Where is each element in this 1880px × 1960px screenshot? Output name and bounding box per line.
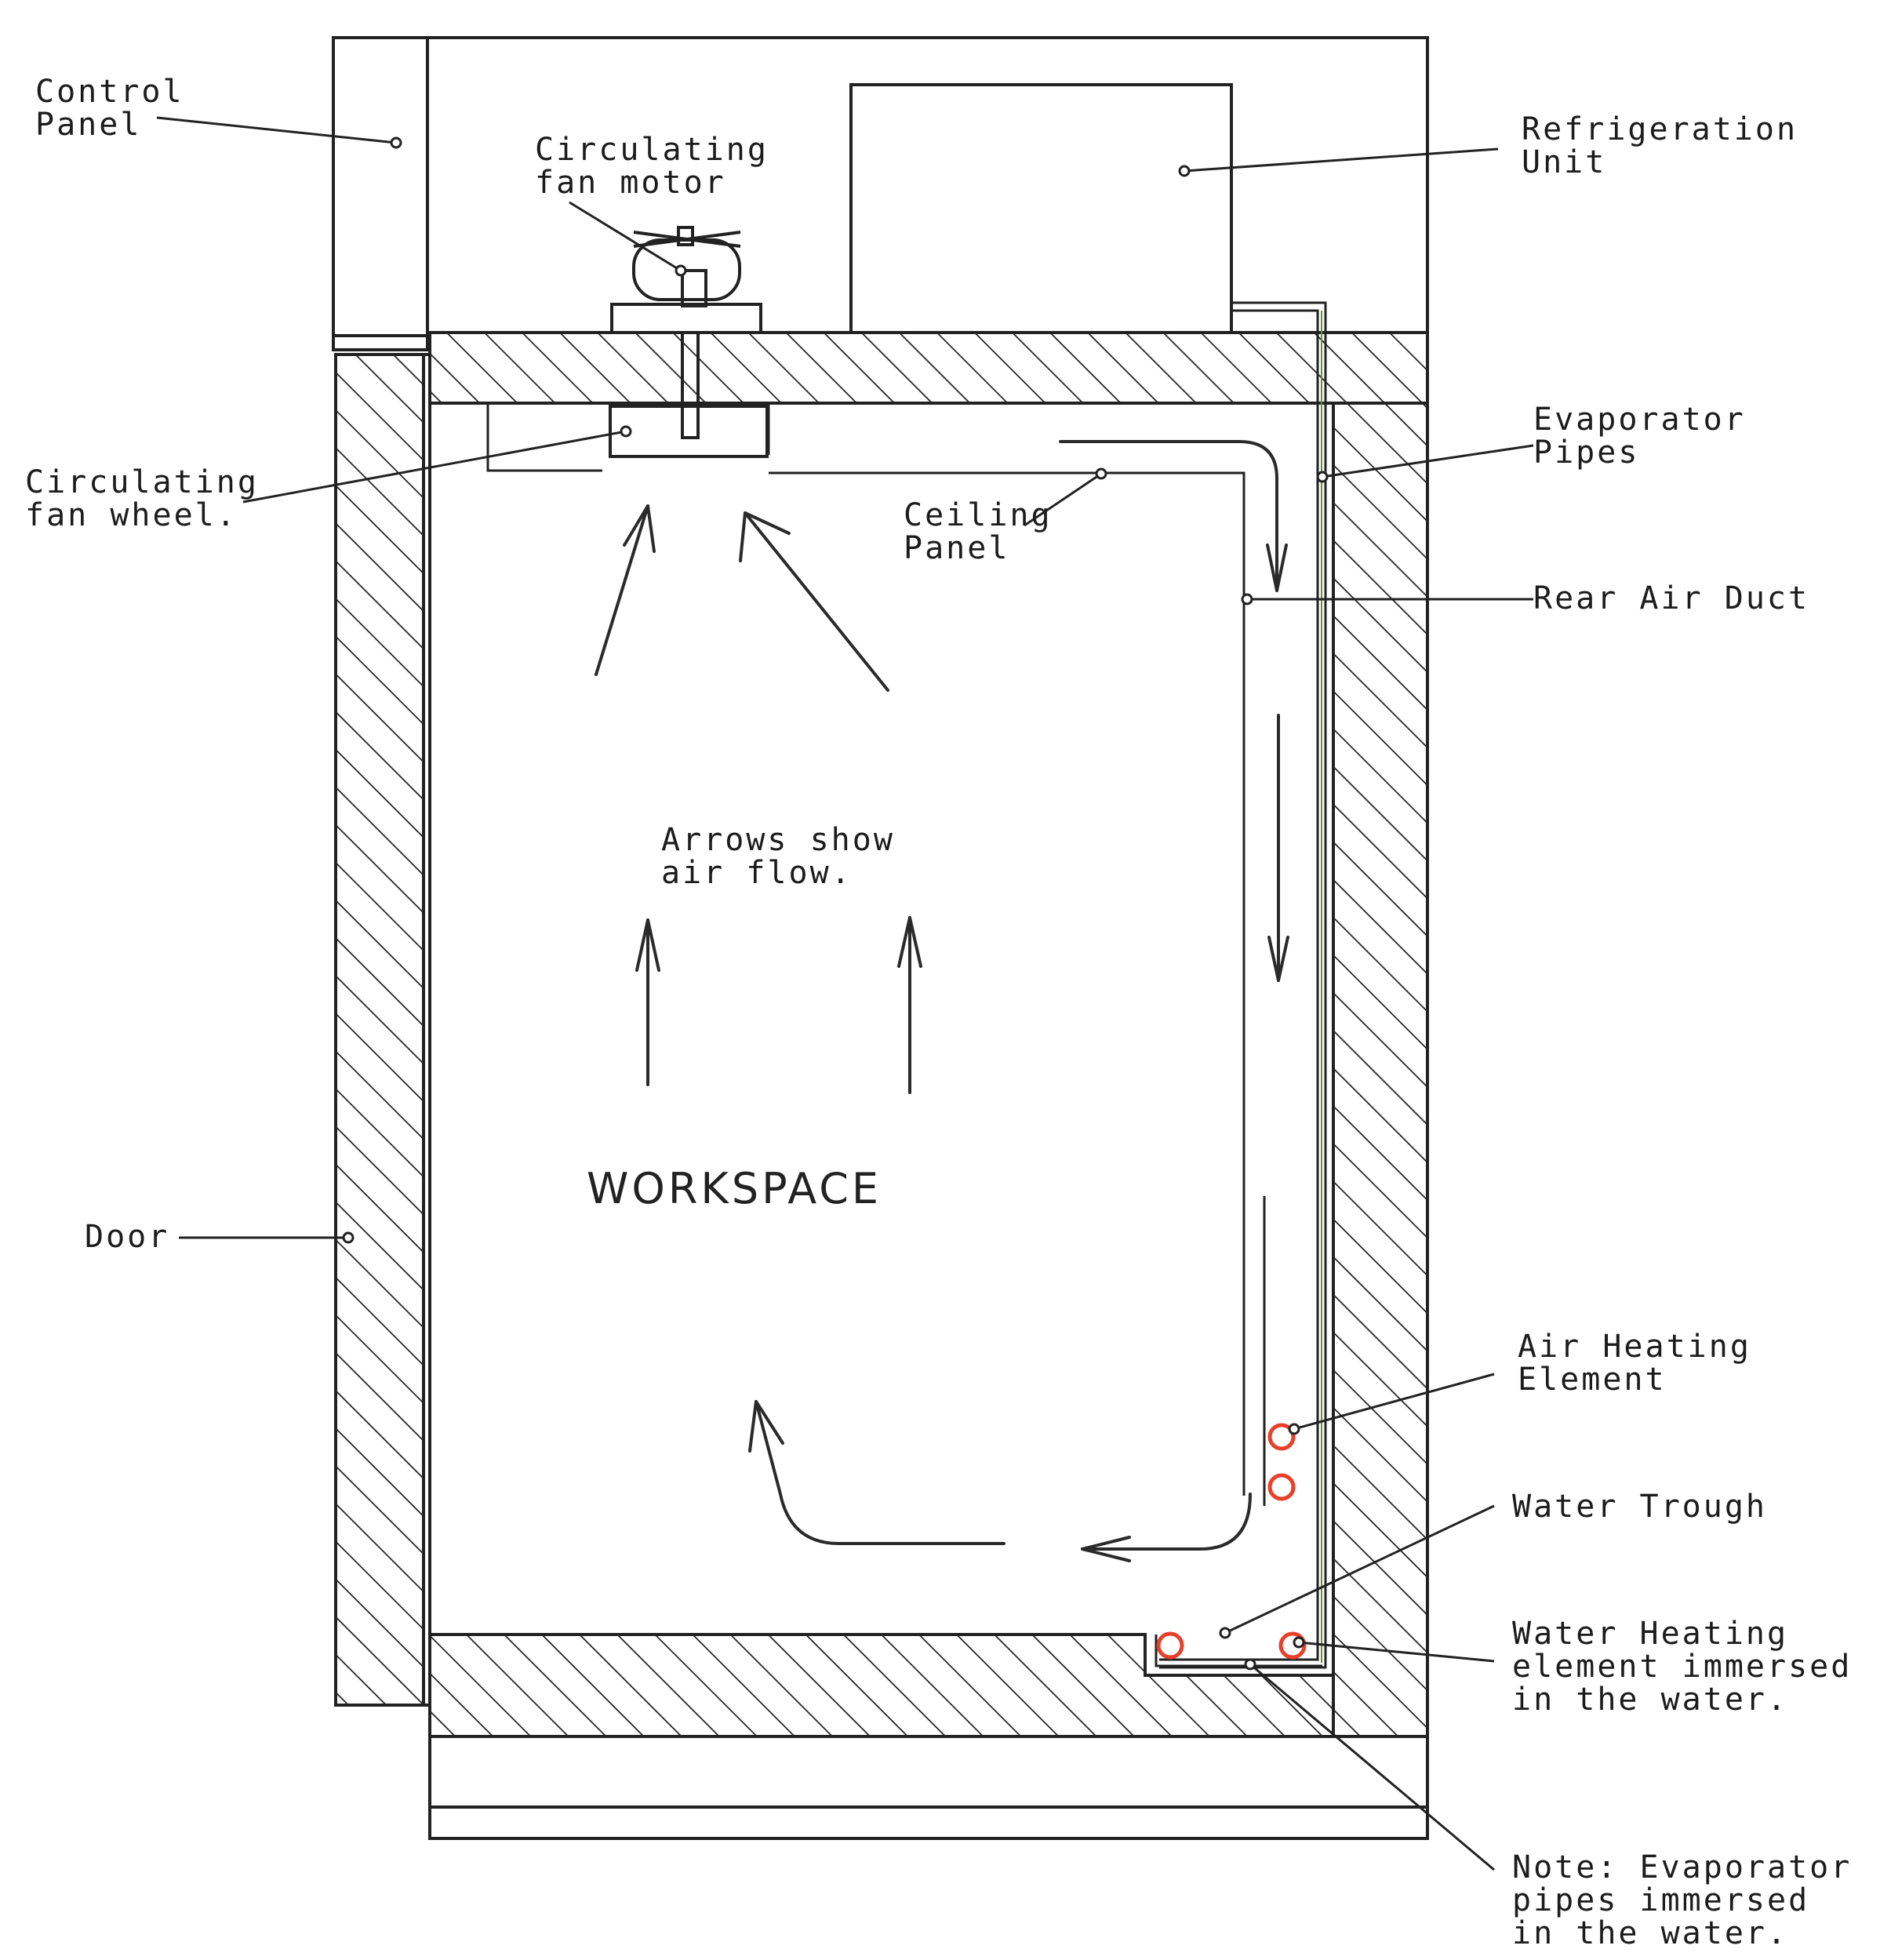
label-evaporator-pipes: Evaporator Pipes — [1533, 402, 1746, 471]
label-rear-air-duct: Rear Air Duct — [1533, 580, 1809, 616]
airflow-arrows — [595, 440, 1289, 1562]
label-ceiling-panel: Ceiling Panel — [904, 497, 1053, 566]
circulating-fan-motor — [610, 226, 762, 439]
label-water-trough: Water Trough — [1512, 1489, 1767, 1525]
label-evaporator-line2: Pipes — [1533, 435, 1639, 471]
label-control-panel-line2: Panel — [35, 107, 141, 143]
label-water-heating-line2: element immersed — [1512, 1649, 1852, 1685]
label-water-heating-line1: Water Heating — [1512, 1616, 1788, 1652]
label-arrows-line1: Arrows show — [661, 822, 895, 858]
label-air-heating-line2: Element — [1518, 1362, 1667, 1398]
cabinet-outline — [332, 36, 1429, 337]
label-fan-wheel-line2: fan wheel. — [25, 497, 238, 533]
water-heating-element — [1156, 1631, 1307, 1660]
label-arrows-note: Arrows show air flow. — [661, 822, 895, 891]
label-circulating-fan-wheel: Circulating fan wheel. — [25, 464, 259, 533]
label-water-heating-element: Water Heating element immersed in the wa… — [1512, 1616, 1852, 1718]
label-control-panel: Control Panel — [35, 74, 184, 143]
label-ceiling-line1: Ceiling — [904, 497, 1053, 533]
label-air-heating-line1: Air Heating — [1518, 1329, 1751, 1365]
rear-air-duct-panel — [769, 471, 1266, 1506]
label-ceiling-line2: Panel — [904, 530, 1009, 566]
label-refrigeration-line2: Unit — [1522, 144, 1606, 180]
label-evaporator-line1: Evaporator — [1533, 402, 1746, 438]
label-air-heating-element: Air Heating Element — [1518, 1329, 1751, 1398]
label-door: Door — [85, 1219, 169, 1255]
bottom-insulation — [428, 1633, 1335, 1738]
label-workspace: WORKSPACE — [587, 1164, 882, 1213]
leader-lines — [156, 116, 1534, 1871]
rear-insulation-wall — [1332, 402, 1429, 1738]
label-refrigeration-unit: Refrigeration Unit — [1522, 111, 1798, 180]
cabinet-base — [428, 1735, 1429, 1840]
label-fan-wheel-line1: Circulating — [25, 464, 259, 500]
control-panel — [332, 36, 429, 351]
top-insulation — [428, 331, 1429, 405]
label-note-line3: in the water. — [1512, 1915, 1788, 1951]
label-fan-motor-line1: Circulating — [535, 132, 769, 168]
water-trough — [1144, 1635, 1333, 1677]
label-circulating-fan-motor: Circulating fan motor — [535, 132, 769, 201]
label-note-line1: Note: Evaporator — [1512, 1849, 1852, 1885]
label-control-panel-line1: Control — [35, 74, 184, 110]
label-water-heating-line3: in the water. — [1512, 1682, 1788, 1718]
refrigeration-unit — [849, 83, 1233, 334]
air-heating-element — [1267, 1423, 1296, 1501]
label-arrows-line2: air flow. — [661, 855, 853, 891]
ceiling-panel — [486, 403, 770, 472]
evaporator-pipes — [1159, 301, 1327, 1669]
label-evaporator-note: Note: Evaporator pipes immersed in the w… — [1512, 1849, 1852, 1951]
label-fan-motor-line2: fan motor — [535, 165, 726, 201]
door — [334, 353, 425, 1707]
label-refrigeration-line1: Refrigeration — [1522, 111, 1798, 147]
label-note-line2: pipes immersed — [1512, 1882, 1809, 1918]
